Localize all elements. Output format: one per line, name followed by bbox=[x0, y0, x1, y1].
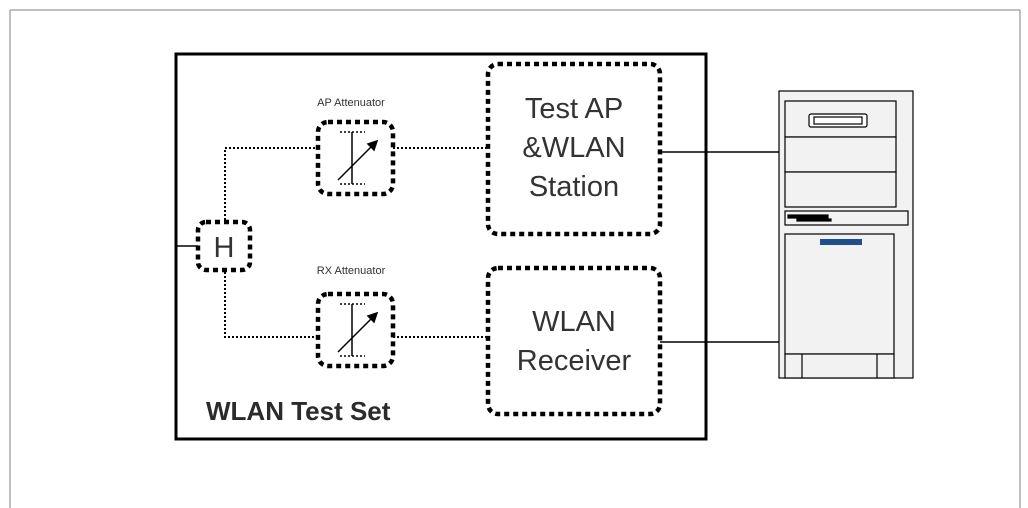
hybrid-splitter: H bbox=[195, 219, 253, 273]
rx-attenuator bbox=[315, 291, 396, 369]
test-ap-line-1: Test AP bbox=[525, 93, 623, 125]
desktop-tower-pc-icon bbox=[778, 90, 914, 379]
ap-attenuator-label: AP Attenuator bbox=[317, 97, 385, 109]
receiver-line-2: Receiver bbox=[517, 345, 632, 377]
wlan-receiver-box: WLAN Receiver bbox=[485, 265, 663, 417]
test-ap-station-box: Test AP &WLAN Station bbox=[485, 61, 663, 237]
variable-attenuator-icon bbox=[337, 131, 379, 185]
signal-paths bbox=[224, 147, 490, 338]
test-ap-line-2: &WLAN bbox=[522, 132, 625, 164]
ap-path-upper bbox=[224, 147, 320, 224]
receiver-line-1: WLAN bbox=[532, 306, 616, 338]
hybrid-label: H bbox=[214, 232, 235, 264]
test-ap-line-3: Station bbox=[529, 171, 619, 203]
ap-attenuator bbox=[315, 119, 396, 197]
rx-attenuator-label: RX Attenuator bbox=[317, 265, 386, 277]
test-set-title: WLAN Test Set bbox=[206, 396, 391, 426]
rx-path-lower bbox=[224, 268, 320, 338]
page-frame bbox=[9, 9, 1021, 508]
variable-attenuator-icon bbox=[337, 303, 379, 357]
